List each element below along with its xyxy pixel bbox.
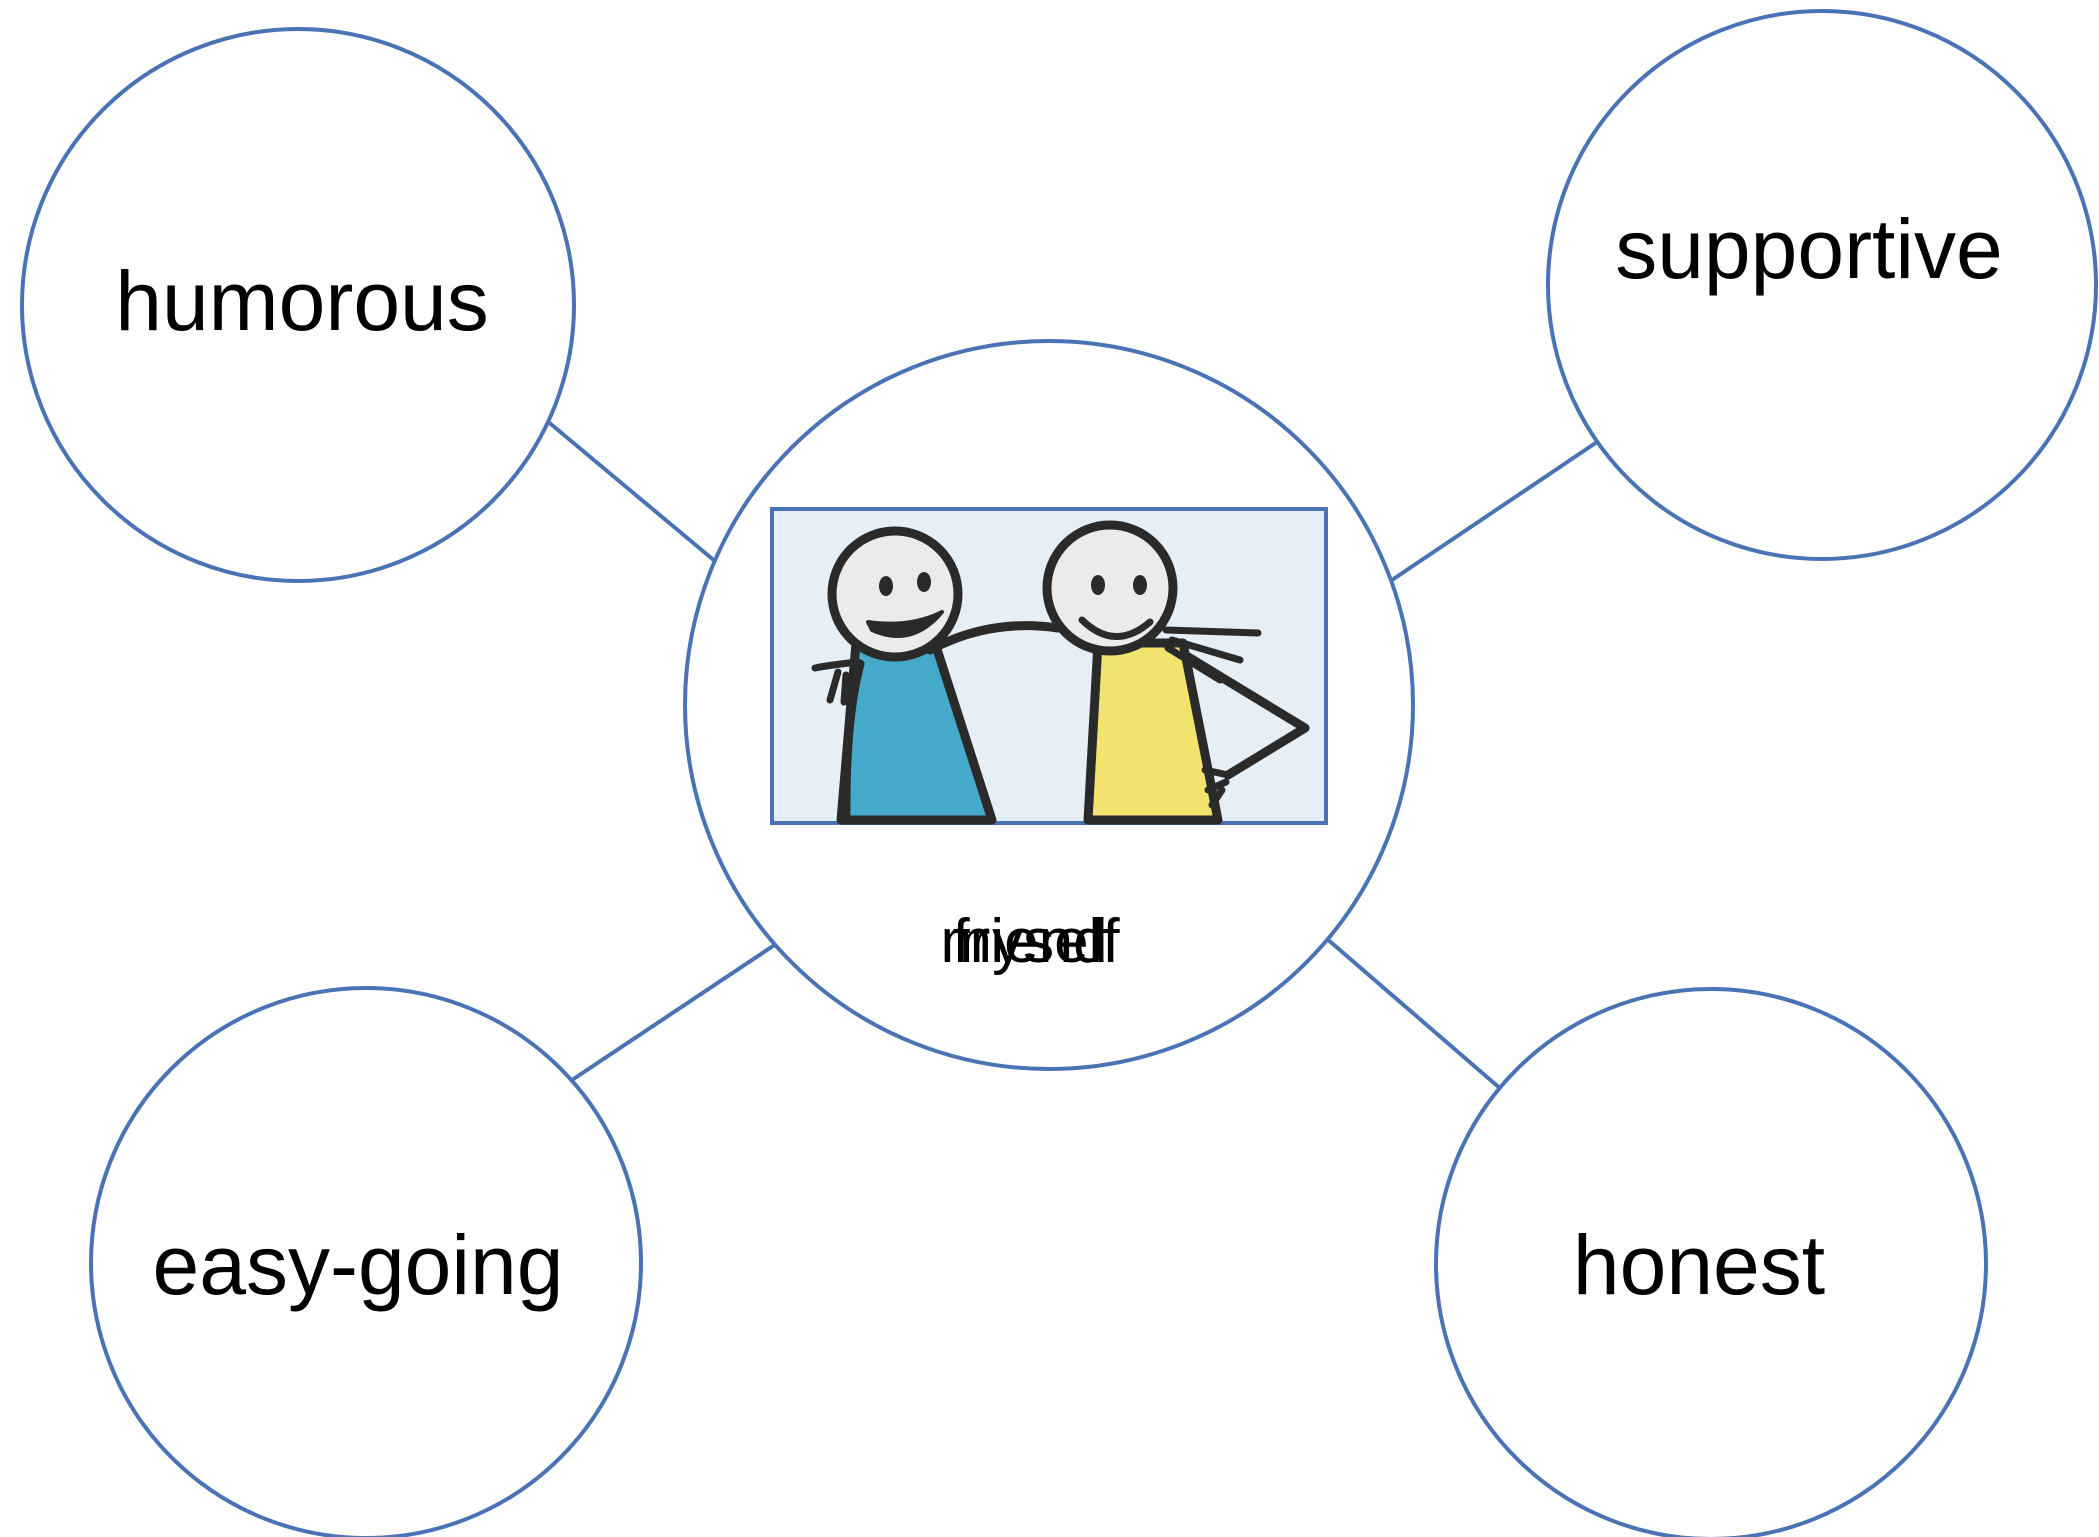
left-person-hand	[811, 658, 862, 706]
circle-supportive	[1546, 9, 2098, 561]
two-friends-stick-figures-icon	[770, 507, 1328, 825]
trait-label-easy-going: easy-going	[153, 1218, 564, 1312]
right-person-hip-arm	[1180, 650, 1310, 780]
connector-supportive	[1390, 438, 1602, 582]
left-person-eye	[879, 576, 893, 596]
right-person-smile	[1078, 616, 1154, 640]
right-person-hair	[1162, 626, 1262, 684]
connector-easy-going	[570, 942, 778, 1082]
circle-humorous	[20, 27, 576, 583]
left-person-eye	[917, 572, 931, 592]
center-word-myself: myself	[940, 907, 1120, 976]
circle-easy-going	[89, 986, 643, 1537]
left-person-mouth	[866, 610, 944, 638]
center-word-friend: friend	[952, 907, 1107, 976]
trait-label-humorous: humorous	[115, 254, 489, 348]
right-person-eye	[1133, 575, 1147, 595]
shoulder-hug-arm	[925, 621, 1063, 655]
right-person-eye	[1091, 575, 1105, 595]
right-person-body	[1083, 638, 1223, 825]
left-person-left-arm	[841, 659, 865, 825]
left-person-head	[827, 526, 963, 662]
right-person-hand	[1201, 766, 1232, 809]
connector-honest	[1324, 936, 1504, 1092]
trait-label-honest: honest	[1573, 1218, 1825, 1312]
trait-label-supportive: supportive	[1615, 202, 2003, 296]
right-person-head	[1042, 520, 1178, 656]
connector-humorous	[544, 418, 718, 564]
connector-lines	[544, 418, 1602, 1092]
circle-honest	[1434, 987, 1988, 1537]
